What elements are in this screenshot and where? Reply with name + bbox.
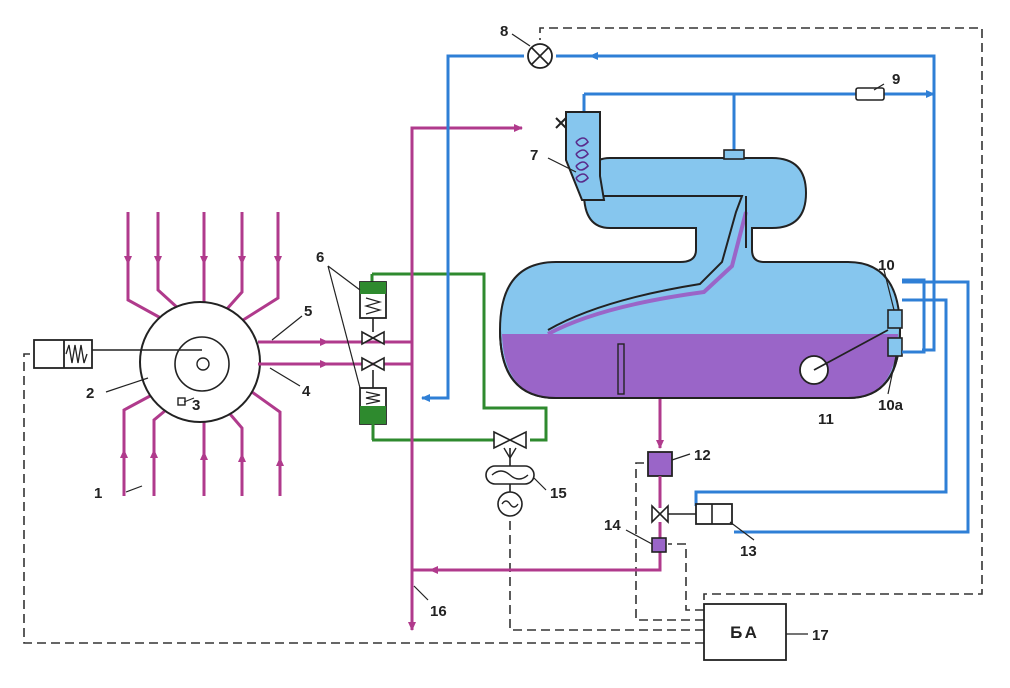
label-10a: 10a xyxy=(878,397,904,414)
label-13: 13 xyxy=(740,543,757,560)
liquid-drain xyxy=(647,451,733,553)
label-17: 17 xyxy=(812,627,829,644)
leader-lines xyxy=(105,33,897,635)
label-16: 16 xyxy=(430,603,447,620)
label-2: 2 xyxy=(86,385,94,402)
valve-8 xyxy=(527,43,553,69)
label-6: 6 xyxy=(316,249,324,266)
label-15: 15 xyxy=(550,485,567,502)
compressor xyxy=(92,212,284,496)
label-11: 11 xyxy=(818,411,834,428)
bypass-valves xyxy=(327,265,387,440)
label-10: 10 xyxy=(878,257,895,274)
label-14: 14 xyxy=(604,517,621,534)
label-12: 12 xyxy=(694,447,711,464)
label-9: 9 xyxy=(892,71,900,88)
label-5: 5 xyxy=(304,303,312,320)
number-labels: 1 2 3 4 5 6 7 8 9 10 10a 11 12 13 14 15 … xyxy=(86,23,904,644)
label-8: 8 xyxy=(500,23,508,40)
label-4: 4 xyxy=(302,383,311,400)
control-block xyxy=(703,603,787,661)
element-9 xyxy=(855,87,885,101)
label-7: 7 xyxy=(530,147,538,164)
label-3: 3 xyxy=(192,397,200,414)
label-1: 1 xyxy=(94,485,102,502)
control-loop xyxy=(370,272,548,442)
control-block-label: БА xyxy=(730,623,760,642)
separator-vessels xyxy=(498,111,926,399)
valve-motor-15 xyxy=(485,430,535,517)
discharge-lines xyxy=(258,340,412,366)
actuator-cylinder xyxy=(33,339,93,369)
signal-lines xyxy=(23,27,983,644)
